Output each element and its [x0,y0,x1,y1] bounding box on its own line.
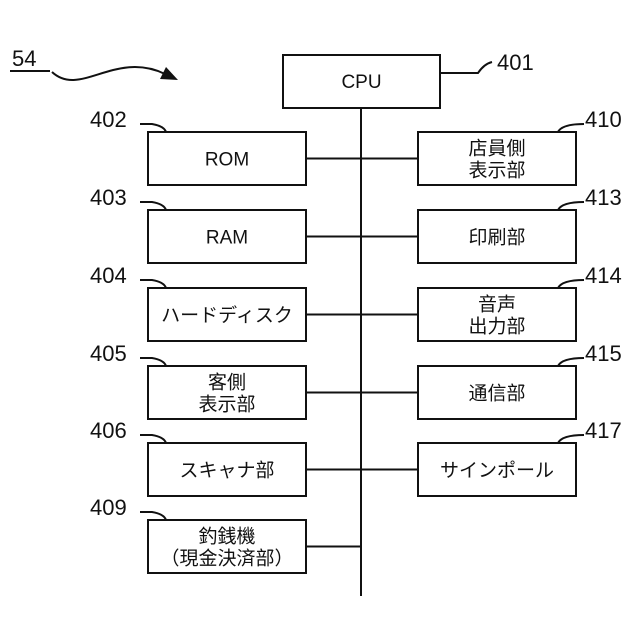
left-box-409-label-line: （現金決済部） [160,548,293,570]
left-box-402: ROM 402 [90,107,361,185]
right-box-414-label-line: 出力部 [468,316,525,338]
left-box-405-ref: 405 [90,341,127,366]
right-box-410-ref: 410 [585,107,622,132]
right-components: 店員側表示部 410 印刷部 413 音声出力部 414 通信部 415 サインポール 417 [361,107,622,496]
left-box-403-label-line: RAM [206,228,248,249]
left-box-405-leader [140,358,166,366]
figure-label: 54 [12,46,36,71]
cpu-leader [440,62,492,73]
right-box-415-ref: 415 [585,341,622,366]
right-box-410-label-line: 表示部 [468,160,525,182]
left-box-405-label-line: 客側 [208,372,246,394]
left-box-409: 釣銭機（現金決済部） 409 [90,495,361,573]
right-box-414: 音声出力部 414 [361,263,622,341]
left-box-405-label-line: 表示部 [198,394,255,416]
left-box-403-ref: 403 [90,185,127,210]
left-box-409-label-line: 釣銭機 [198,526,255,548]
left-box-402-label-line: ROM [205,150,249,171]
right-box-415: 通信部 415 [361,341,622,419]
right-box-413-label-line: 印刷部 [468,227,525,249]
left-box-404-ref: 404 [90,263,127,288]
left-box-402-ref: 402 [90,107,127,132]
left-box-406-label-line: スキャナ部 [179,460,274,482]
right-box-413-leader [558,202,584,210]
left-box-406: スキャナ部 406 [90,418,361,496]
left-box-409-leader [140,512,166,520]
left-box-403: RAM 403 [90,185,361,263]
cpu-ref: 401 [497,50,534,75]
right-box-417-label-line: サインポール [440,460,554,482]
right-box-417: サインポール 417 [361,418,622,496]
left-box-403-leader [140,202,166,210]
right-box-410: 店員側表示部 410 [361,107,622,185]
right-box-417-ref: 417 [585,418,622,443]
left-box-405: 客側表示部 405 [90,341,361,419]
left-box-404: ハードディスク 404 [90,263,361,341]
right-box-413: 印刷部 413 [361,185,622,263]
figure-pointer-arrow [52,67,165,80]
left-box-404-leader [140,280,166,288]
right-box-414-ref: 414 [585,263,622,288]
left-components: ROM 402RAM 403 ハードディスク 404 客側表示部 405 スキャナ部 406 釣銭… [90,107,361,573]
right-box-414-label-line: 音声 [478,294,516,316]
right-box-417-leader [558,435,584,443]
left-box-406-ref: 406 [90,418,127,443]
cpu-label: CPU [341,72,381,93]
right-box-413-ref: 413 [585,185,622,210]
left-box-409-ref: 409 [90,495,127,520]
left-box-404-label-line: ハードディスク [161,305,293,327]
left-box-406-leader [140,435,166,443]
right-box-415-label-line: 通信部 [468,383,525,405]
right-box-415-leader [558,358,584,366]
right-box-410-leader [558,124,584,132]
cpu-block: CPU 401 [283,50,534,108]
left-box-402-leader [140,124,166,132]
right-box-414-leader [558,280,584,288]
right-box-410-label-line: 店員側 [468,138,525,160]
